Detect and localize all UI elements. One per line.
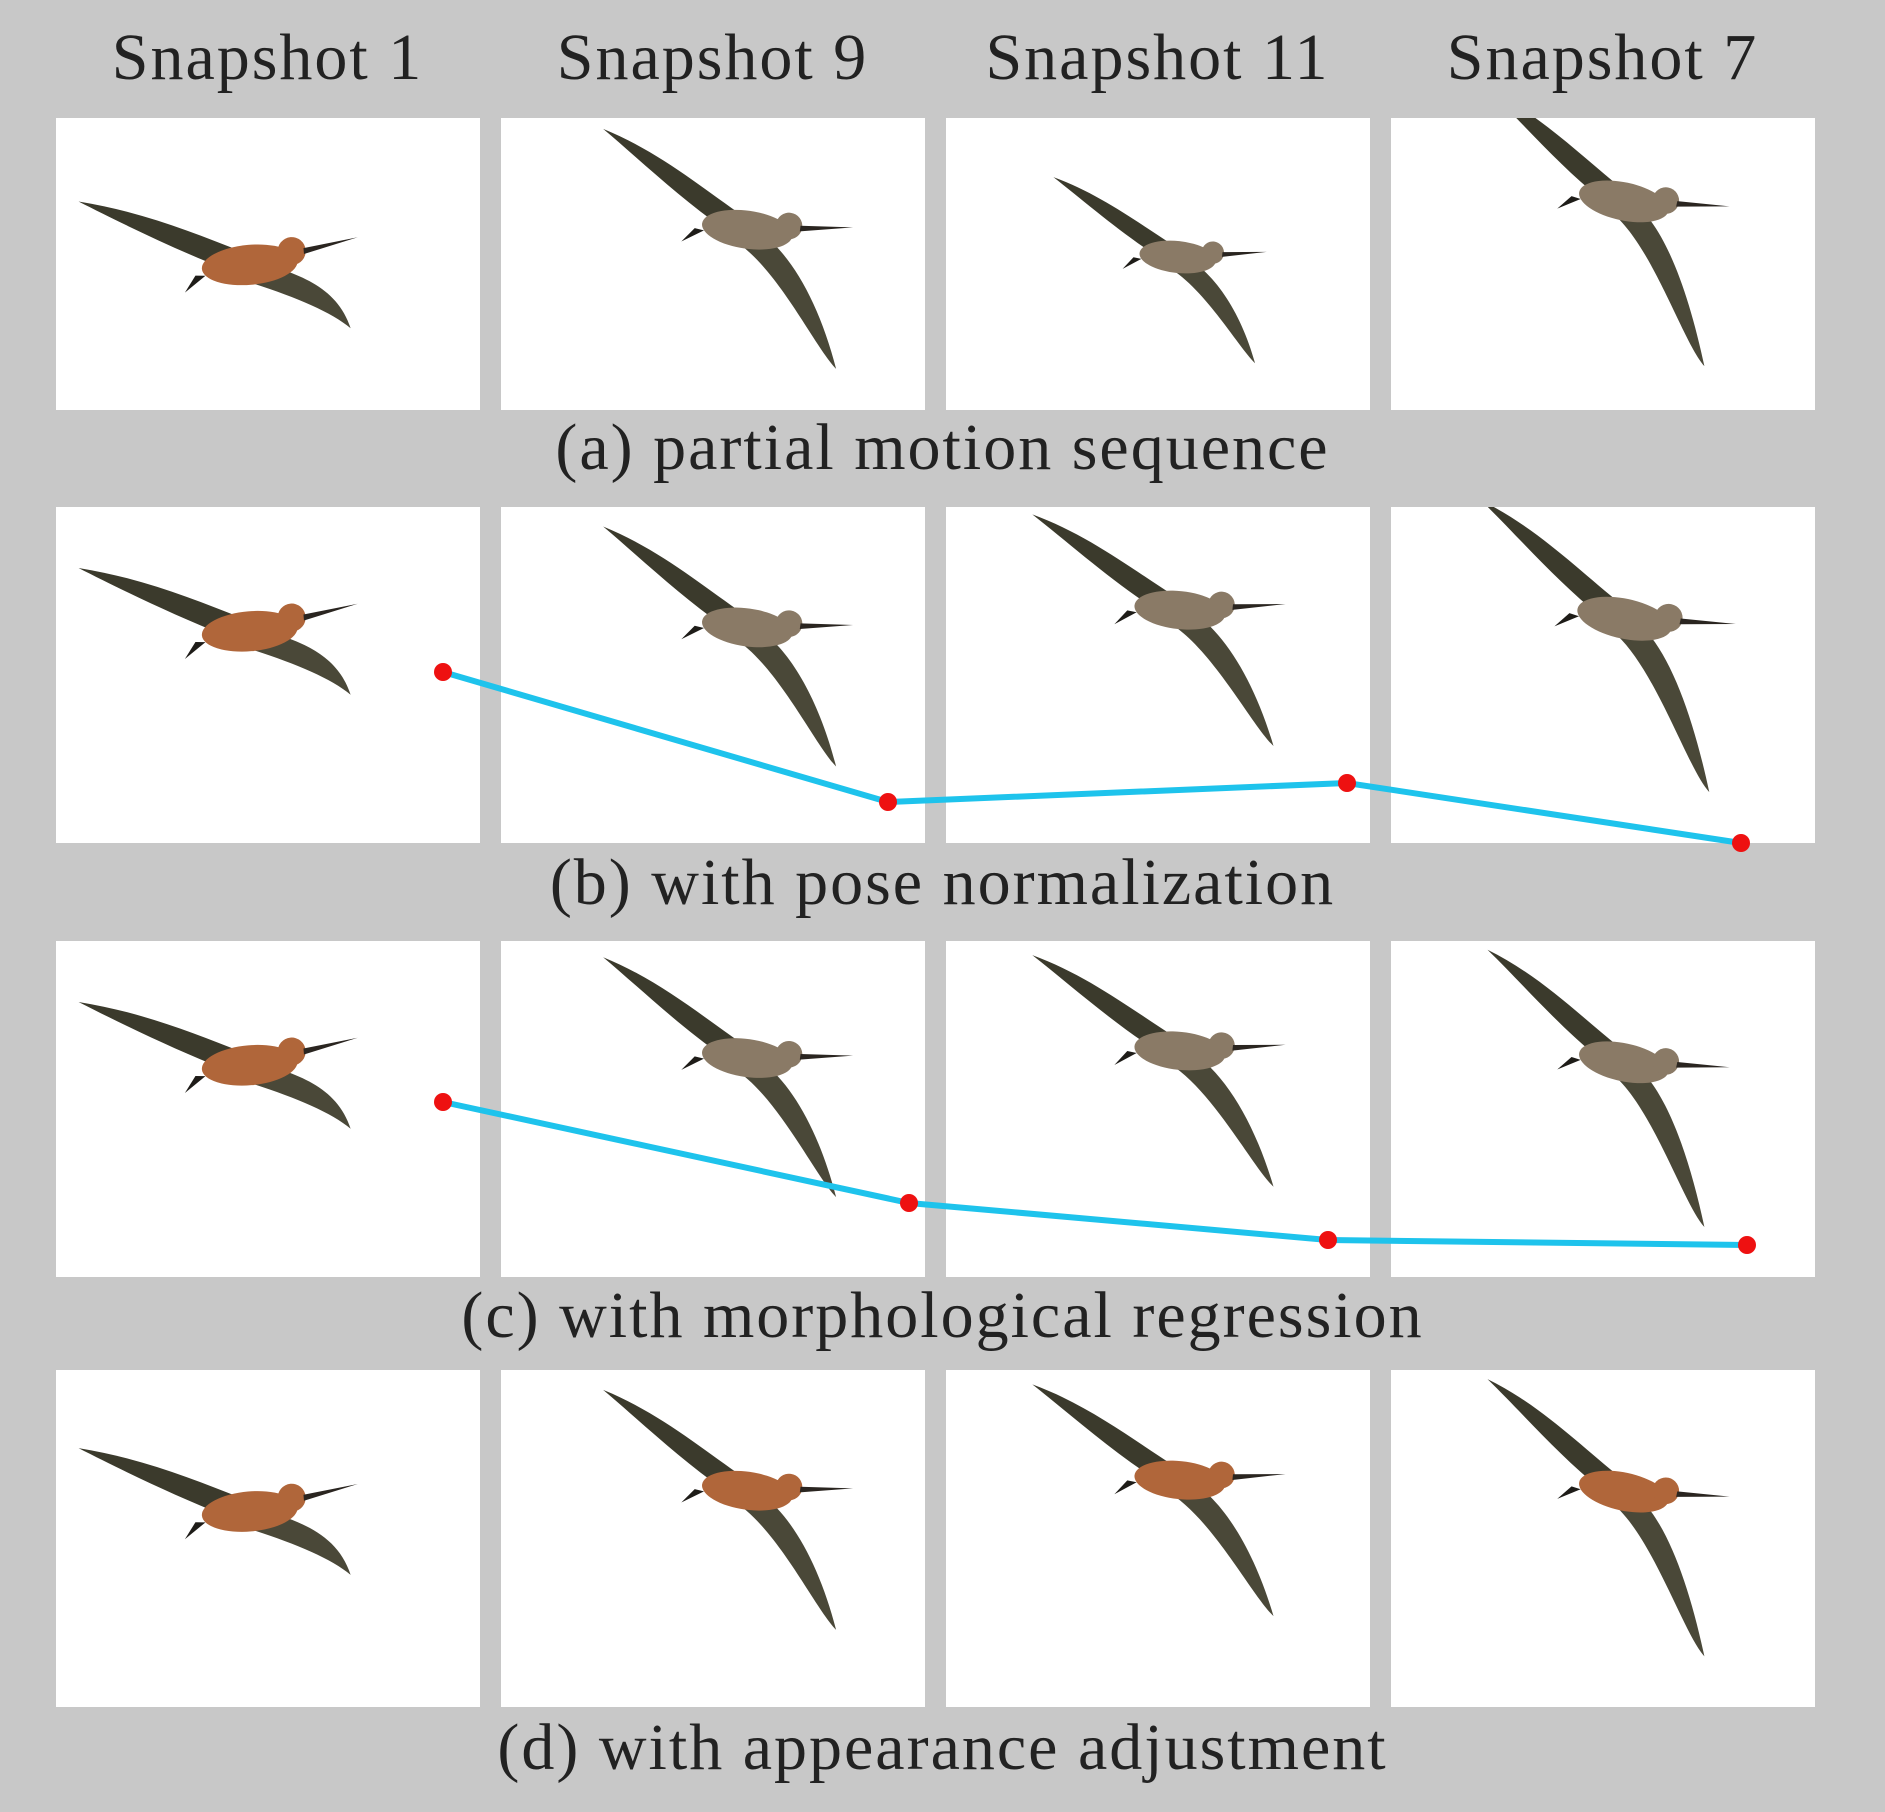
panel-row-a-snapshot-4 [1391,118,1815,410]
bird-in-flight-icon [1487,118,1730,367]
bird-in-flight-icon [1032,514,1286,747]
caption-row-d: (d) with appearance adjustment [497,1711,1388,1784]
bird-in-flight-icon [1053,177,1267,364]
caption-row-b: (b) with pose normalization [549,846,1336,919]
bird-in-flight-icon [1032,955,1286,1187]
caption-row-a: (a) partial motion sequence [555,411,1330,484]
column-header-snapshot-1: Snapshot 1 [111,21,424,94]
bird-in-flight-icon [603,128,854,369]
bird-in-flight-icon [603,957,854,1198]
bird-in-flight-icon [603,1389,854,1630]
bird-in-flight-icon [78,201,358,329]
panel-row-b-snapshot-3 [946,507,1370,843]
panel-row-c-snapshot-1 [56,941,480,1277]
bird-in-flight-icon [1032,1384,1286,1617]
panel-row-d-snapshot-3 [946,1370,1370,1707]
bird-in-flight-icon [1487,949,1730,1228]
panel-row-c-snapshot-3 [946,941,1370,1277]
bird-in-flight-icon [78,1448,358,1575]
bird-in-flight-icon [1487,1379,1730,1657]
panel-row-b-snapshot-4 [1391,507,1815,843]
panel-row-c-snapshot-4 [1391,941,1815,1277]
panel-row-b-snapshot-2 [501,507,925,843]
panel-row-c-snapshot-2 [501,941,925,1277]
bird-in-flight-icon [1480,507,1736,793]
panel-row-a-snapshot-3 [946,118,1370,410]
column-header-snapshot-7: Snapshot 7 [1446,21,1759,94]
panel-row-a-snapshot-1 [56,118,480,410]
panel-row-b-snapshot-1 [56,507,480,843]
panel-row-a-snapshot-2 [501,118,925,410]
bird-in-flight-icon [603,526,854,767]
column-header-snapshot-9: Snapshot 9 [556,21,869,94]
panel-row-d-snapshot-4 [1391,1370,1815,1707]
column-header-snapshot-11: Snapshot 11 [985,21,1330,94]
bird-in-flight-icon [78,1001,358,1129]
panel-row-d-snapshot-1 [56,1370,480,1707]
caption-row-c: (c) with morphological regression [461,1279,1424,1352]
bird-in-flight-icon [78,567,358,695]
panel-row-d-snapshot-2 [501,1370,925,1707]
